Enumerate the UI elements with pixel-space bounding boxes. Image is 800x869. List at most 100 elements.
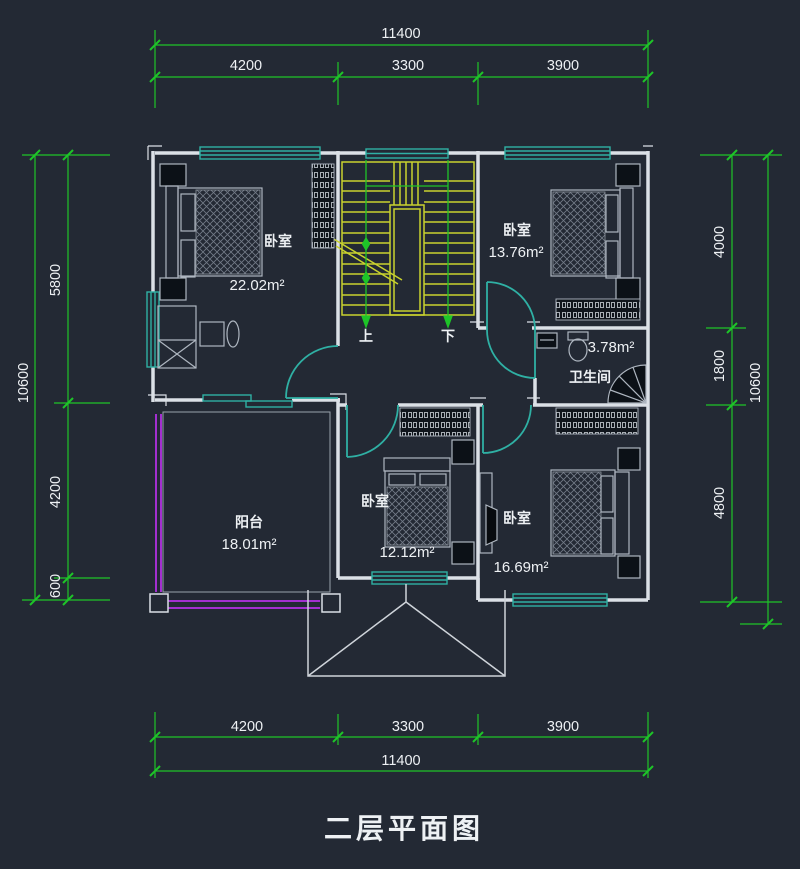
room-name-bedroom-br: 卧室 (503, 510, 531, 526)
room-area-bathroom: 3.78m² (588, 339, 635, 356)
dimension-block-top (149, 30, 654, 108)
dim-top-seg3: 3900 (547, 58, 579, 74)
dim-bottom-seg3: 3900 (547, 719, 579, 735)
desk-monitor (199, 321, 225, 347)
dimension-ticks (149, 731, 654, 777)
bed-pillow (388, 473, 416, 486)
stair-treads-right (424, 180, 474, 306)
stair-outline (341, 161, 475, 316)
closet (555, 407, 639, 435)
room-labels: 卧室 22.02m² 卧室 13.76m² 3.78m² 卫生间 阳台 18.0… (221, 222, 634, 576)
nightstand (615, 277, 641, 301)
dimension-labels-bottom: 4200 3300 3900 11400 (231, 719, 579, 769)
bedroom-top-right-furniture (550, 163, 641, 321)
dimension-labels-left: 10600 5800 4200 600 (16, 264, 64, 598)
dimension-block-right (700, 149, 782, 630)
bed-pillow (600, 475, 614, 513)
door-bathroom (486, 329, 536, 379)
extension-lines (154, 30, 649, 108)
bed-blanket (552, 471, 602, 555)
dimension-lines (155, 44, 648, 78)
bathroom-fixtures (536, 331, 647, 404)
extension-lines (22, 154, 110, 601)
bed-body (177, 187, 263, 277)
toilet-bowl (568, 338, 588, 362)
bed-pillow (600, 517, 614, 555)
stair-down-label: 下 (441, 328, 455, 344)
nightstand (451, 439, 475, 465)
dimension-labels-right: 4000 1800 4800 10600 (712, 226, 764, 519)
dim-right-seg2: 1800 (712, 350, 728, 382)
drawing-title: 二层平面图 (324, 813, 484, 844)
room-name-bedroom-bm: 卧室 (361, 493, 389, 509)
dim-total-top: 11400 (381, 26, 420, 42)
desk-x-box (157, 339, 197, 369)
room-area-balcony: 18.01m² (221, 536, 276, 553)
bed-headboard (619, 187, 634, 279)
window-bottom-right (512, 593, 608, 607)
window-top-right (504, 146, 611, 160)
dim-right-seg3: 4800 (712, 487, 728, 519)
stair-marker-1 (361, 236, 371, 252)
toilet-tank (567, 331, 589, 341)
stairwell-inner (393, 208, 421, 312)
dimension-lines (34, 155, 69, 600)
room-area-bedroom-br: 16.69m² (493, 559, 548, 576)
stair-marker-2 (361, 270, 371, 286)
balcony-sliding-door (202, 394, 293, 408)
windows (146, 146, 611, 607)
bed-pillow (605, 194, 619, 233)
window-top-left (199, 146, 321, 160)
balcony (149, 411, 341, 613)
door-bedroom-bottom-middle (346, 404, 399, 458)
bedroom-bottom-middle-furniture (383, 407, 475, 565)
interior-walls (155, 151, 648, 600)
bed-body (550, 469, 616, 557)
balcony-post-left (149, 593, 169, 613)
door-bedroom-top-right (486, 281, 536, 331)
bed-body (550, 189, 621, 277)
balcony-post-right (321, 593, 341, 613)
dimension-ticks (149, 39, 654, 83)
dimension-block-left (22, 149, 110, 606)
nightstand (159, 277, 187, 301)
window-left-wall (146, 291, 160, 368)
stairwell-outer (389, 204, 425, 316)
dim-bottom-seg2: 3300 (392, 719, 424, 735)
bed-headboard (614, 471, 630, 555)
dimension-ticks (29, 149, 74, 606)
dim-left-seg2: 4200 (48, 476, 64, 508)
dim-top-seg1: 4200 (230, 58, 262, 74)
bedroom-top-left-furniture (157, 163, 335, 369)
dim-total-left: 10600 (16, 363, 32, 403)
stair-arrow-right (443, 315, 453, 329)
room-name-bedroom-tr: 卧室 (503, 222, 531, 238)
bed-headboard (165, 185, 179, 279)
desk-chair (226, 320, 240, 348)
bed-blanket (195, 189, 261, 275)
stair-arrow-left (361, 315, 371, 329)
window-top-stairs (365, 148, 449, 159)
room-name-balcony: 阳台 (235, 514, 263, 530)
extension-lines (154, 712, 649, 778)
bed-blanket (386, 486, 449, 546)
porch-roof (307, 584, 506, 677)
room-name-bedroom-tl: 卧室 (264, 233, 292, 249)
bed-pillow (180, 193, 196, 232)
shower-fan-lines (610, 367, 647, 404)
tv (485, 504, 498, 546)
closet (399, 407, 471, 437)
stair-up-label: 上 (359, 328, 373, 344)
dim-top-seg2: 3300 (392, 58, 424, 74)
bed-body (384, 470, 451, 548)
nightstand (615, 163, 641, 187)
nightstand (617, 447, 641, 471)
bedroom-bottom-right-furniture (479, 407, 641, 579)
door-bedroom-bottom-right (482, 404, 532, 454)
room-area-bedroom-tr: 13.76m² (488, 244, 543, 261)
dimension-ticks (726, 149, 774, 630)
staircase: 上 下 (331, 160, 475, 344)
dim-left-seg3: 600 (48, 574, 64, 598)
